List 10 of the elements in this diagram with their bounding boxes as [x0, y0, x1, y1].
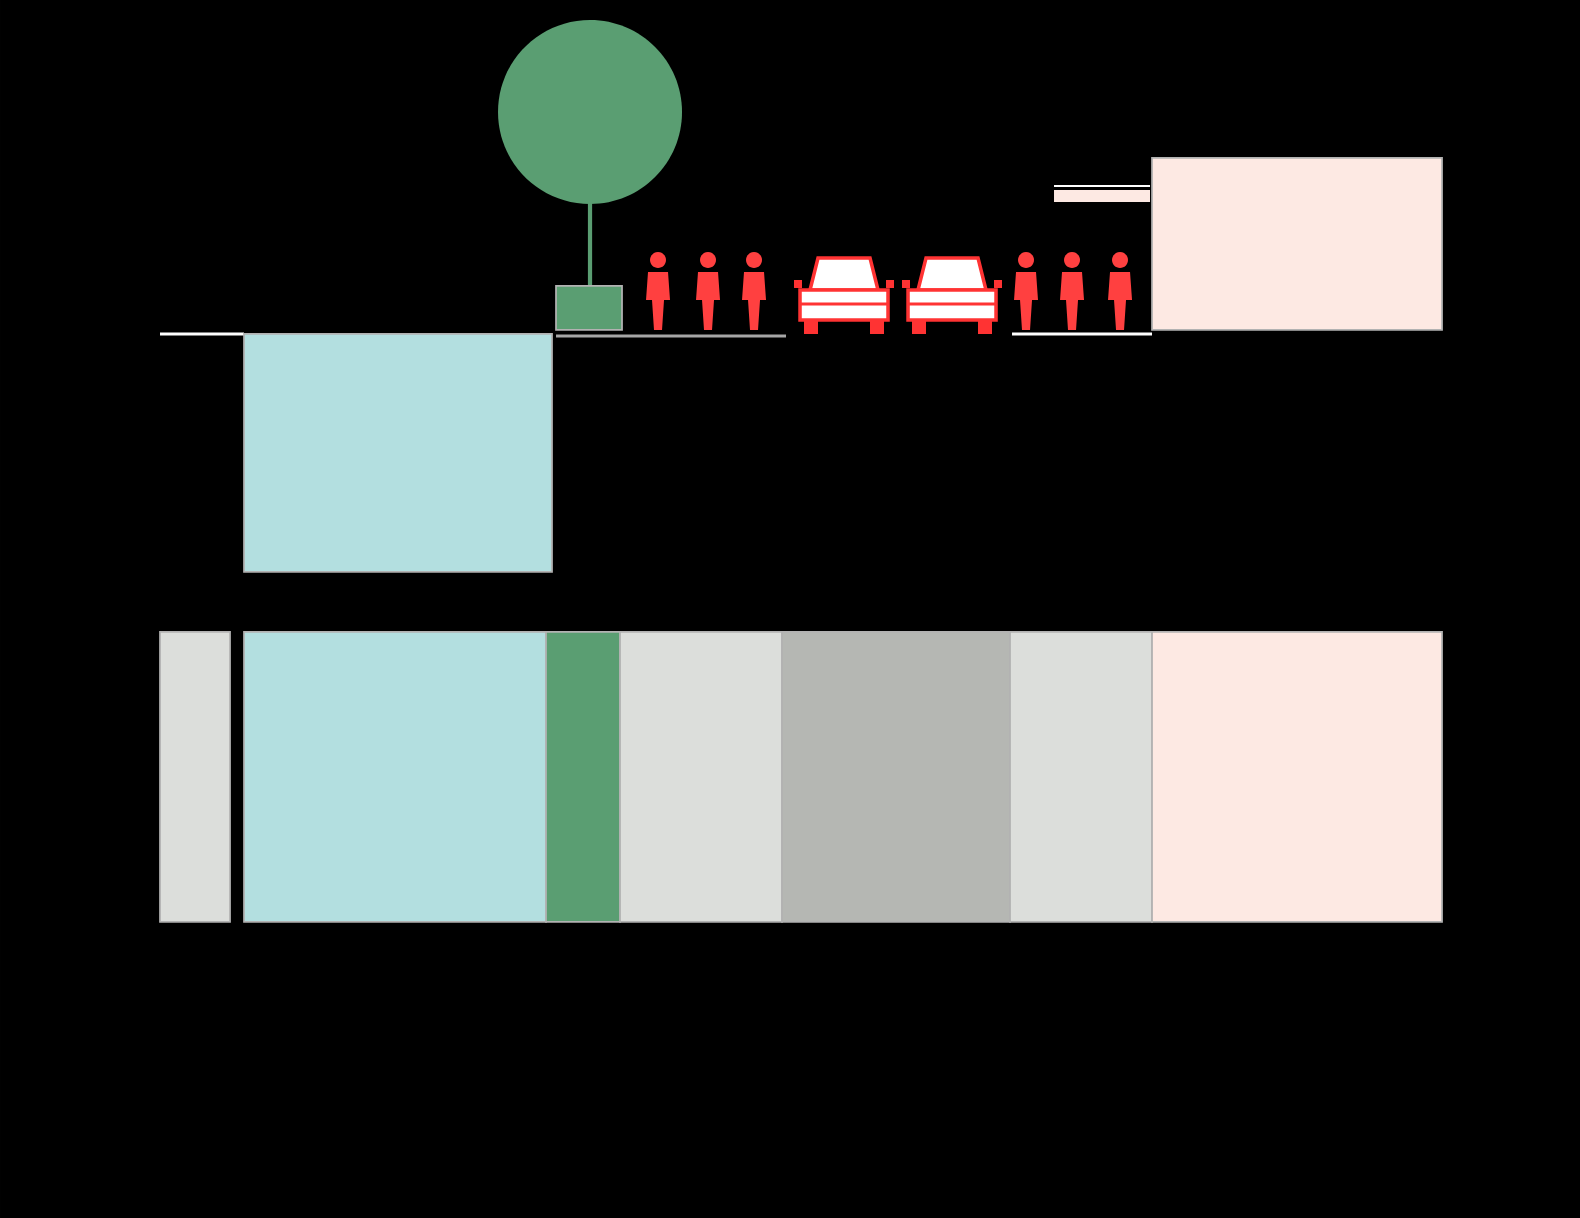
planter-box: [555, 285, 623, 331]
plan-band: [1151, 631, 1443, 923]
plan-band: [545, 631, 621, 923]
plan-band: [159, 631, 231, 923]
plan-band: [243, 631, 547, 923]
plan-band: [619, 631, 783, 923]
building-block: [243, 333, 553, 573]
plan-band: [1009, 631, 1153, 923]
plan-band: [781, 631, 1011, 923]
building-block: [1151, 157, 1443, 331]
